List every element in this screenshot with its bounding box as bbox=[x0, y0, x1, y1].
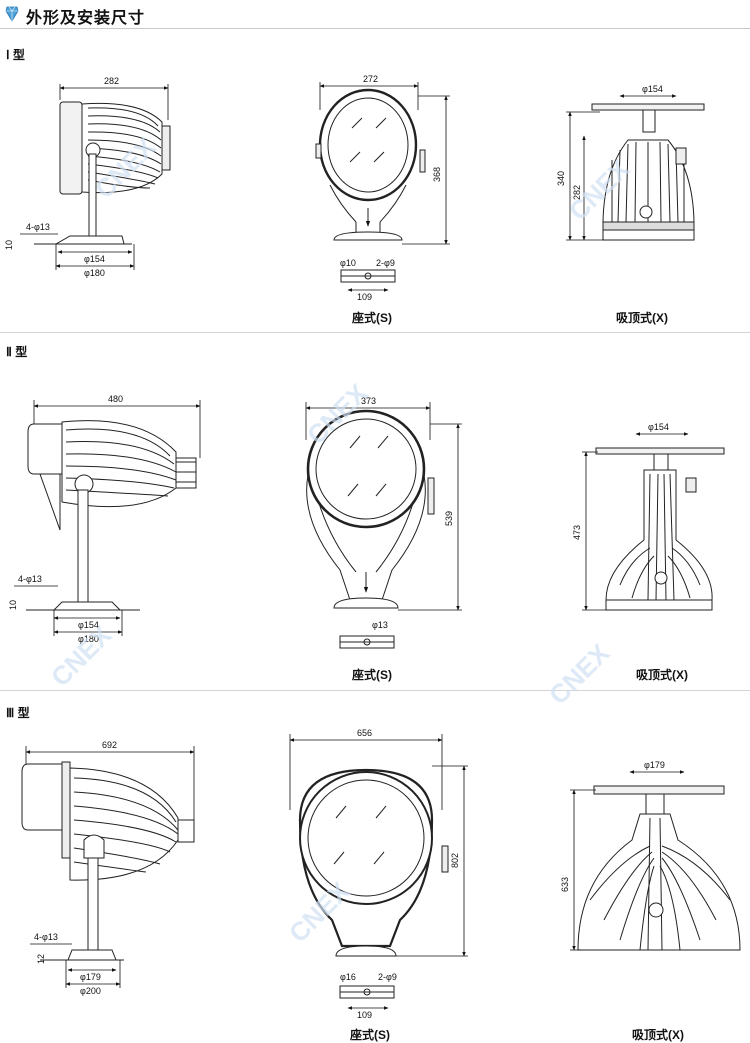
dim-bolts: 4-φ13 bbox=[18, 574, 42, 584]
dim-outer-diameter: φ200 bbox=[80, 986, 101, 996]
dim-mount-diameter: φ179 bbox=[644, 760, 665, 770]
dim-bore: φ16 bbox=[340, 972, 356, 982]
dim-bolts: 4-φ13 bbox=[26, 222, 50, 232]
type-label-2: Ⅱ 型 bbox=[6, 345, 28, 359]
dim-inner-diameter: φ154 bbox=[78, 620, 99, 630]
dim-base-height: 10 bbox=[4, 240, 14, 250]
type1-front-view bbox=[315, 88, 426, 283]
dim-mount-diameter: φ154 bbox=[642, 84, 663, 94]
type2-pendant-view bbox=[595, 447, 725, 611]
dim-bore: φ13 bbox=[372, 620, 388, 630]
page-title: 外形及安装尺寸 bbox=[26, 10, 146, 27]
dim-side-width: 480 bbox=[108, 394, 123, 404]
dim-front-height: 539 bbox=[444, 511, 454, 526]
dim-total-height: 633 bbox=[560, 877, 570, 892]
dim-mount-diameter: φ154 bbox=[648, 422, 669, 432]
watermark-brand: CNEX bbox=[45, 619, 118, 692]
type1-pendant-view bbox=[591, 103, 705, 241]
type3-front-view bbox=[298, 768, 449, 999]
type-label-3: Ⅲ 型 bbox=[6, 706, 30, 720]
dim-front-width: 373 bbox=[361, 396, 376, 406]
dim-holes: 2-φ9 bbox=[378, 972, 397, 982]
caption-seat-mount: 座式(S) bbox=[350, 1028, 390, 1042]
section-divider bbox=[0, 332, 750, 333]
dim-bore: φ10 bbox=[340, 258, 356, 268]
dim-holes: 2-φ9 bbox=[376, 258, 395, 268]
caption-seat-mount: 座式(S) bbox=[352, 311, 392, 325]
type3-pendant-view bbox=[577, 785, 741, 951]
section-header: 外形及安装尺寸 bbox=[0, 0, 750, 29]
dim-base-height: 12 bbox=[36, 954, 46, 964]
caption-ceiling-mount: 吸顶式(X) bbox=[616, 311, 668, 325]
type2-front-view bbox=[306, 409, 435, 649]
type3-side-view bbox=[21, 761, 195, 961]
type-label-1: Ⅰ 型 bbox=[6, 48, 25, 62]
dim-total-height: 340 bbox=[556, 171, 566, 186]
dim-front-height: 802 bbox=[450, 853, 460, 868]
dim-inner-diameter: φ154 bbox=[84, 254, 105, 264]
watermark-brand: CNEX bbox=[543, 637, 616, 710]
type1-side-view bbox=[34, 101, 171, 245]
dim-total-height: 473 bbox=[572, 525, 582, 540]
dim-bolts: 4-φ13 bbox=[34, 932, 58, 942]
dim-spacing: 109 bbox=[357, 292, 372, 302]
dim-side-width: 282 bbox=[104, 76, 119, 86]
dim-inner-diameter: φ179 bbox=[80, 972, 101, 982]
caption-ceiling-mount: 吸顶式(X) bbox=[636, 668, 688, 682]
dim-outer-diameter: φ180 bbox=[84, 268, 105, 278]
caption-ceiling-mount: 吸顶式(X) bbox=[632, 1028, 684, 1042]
dim-base-height: 10 bbox=[8, 600, 18, 610]
section-divider bbox=[0, 690, 750, 691]
dim-front-width: 272 bbox=[363, 74, 378, 84]
type2-side-view bbox=[26, 420, 197, 611]
dim-body-height: 282 bbox=[572, 185, 582, 200]
dim-outer-diameter: φ180 bbox=[78, 634, 99, 644]
dim-side-width: 692 bbox=[102, 740, 117, 750]
dim-front-width: 656 bbox=[357, 728, 372, 738]
dim-spacing: 109 bbox=[357, 1010, 372, 1020]
dim-front-height: 368 bbox=[432, 167, 442, 182]
diamond-icon bbox=[5, 6, 19, 22]
caption-seat-mount: 座式(S) bbox=[352, 668, 392, 682]
